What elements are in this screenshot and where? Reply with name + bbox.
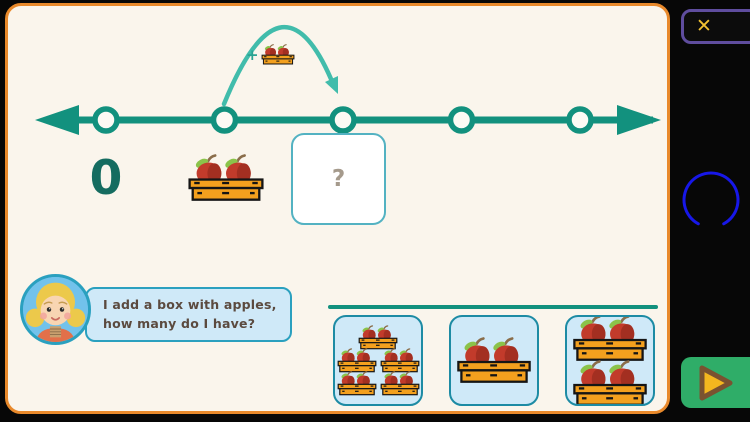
speech-text: I add a box with apples, how many do I h… <box>103 297 277 332</box>
girl-avatar <box>20 274 91 345</box>
answer-option-2[interactable] <box>449 315 539 406</box>
progress-ring-icon <box>682 171 740 226</box>
apple-box-icon <box>358 325 398 350</box>
answers-divider <box>328 305 658 309</box>
arc-arrowhead-icon <box>325 76 338 94</box>
apple-box-icon <box>456 337 532 384</box>
apple-box-icon <box>572 315 648 362</box>
number-line <box>35 105 661 135</box>
game-panel: + 0 ? I add a box with apples, how many … <box>5 3 670 414</box>
apple-box-icon <box>337 371 377 396</box>
right-arrow-icon <box>617 105 661 135</box>
speech-bubble: I add a box with apples, how many do I h… <box>85 287 292 342</box>
number-line-point <box>447 106 476 134</box>
number-line-zero-label: 0 <box>89 151 123 206</box>
number-line-point <box>92 106 120 134</box>
apple-box-icon <box>572 360 648 407</box>
number-line-points <box>92 106 594 134</box>
play-icon <box>699 365 733 400</box>
plus-operator: + <box>246 46 259 64</box>
apple-box-icon <box>380 371 420 396</box>
close-button[interactable]: ✕ <box>681 9 750 44</box>
next-button[interactable] <box>681 357 750 408</box>
apple-box-icon <box>337 348 377 373</box>
question-mark: ? <box>331 166 346 192</box>
number-line-point <box>566 106 594 134</box>
apple-box-icon <box>380 348 420 373</box>
start-apple-box-icon <box>187 154 265 202</box>
answer-option-1[interactable] <box>333 315 423 406</box>
number-line-point <box>329 106 357 134</box>
close-icon: ✕ <box>696 15 712 37</box>
left-arrow-icon <box>35 105 79 135</box>
jump-arc <box>221 24 338 107</box>
answer-option-3[interactable] <box>565 315 655 406</box>
jump-apple-box-icon <box>261 44 295 65</box>
number-line-point <box>210 106 239 134</box>
answer-drop-zone[interactable]: ? <box>291 133 386 225</box>
